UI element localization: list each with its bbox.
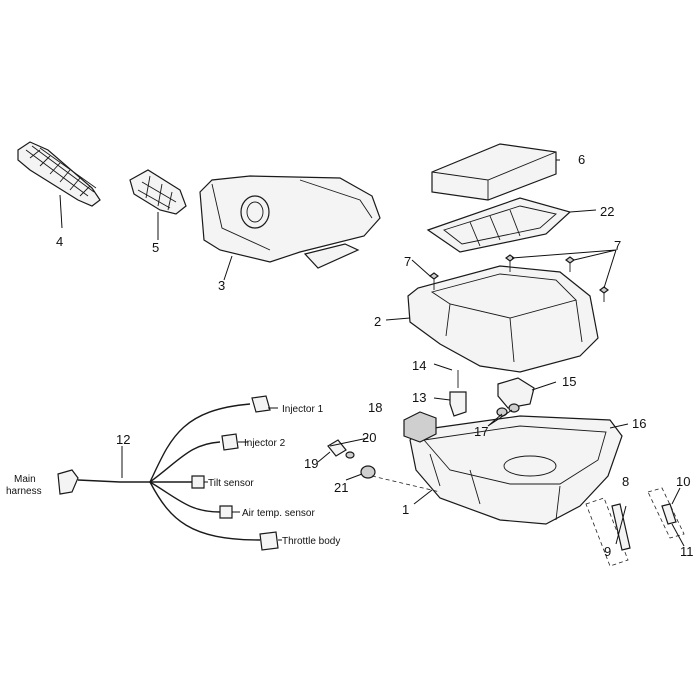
airbox-top	[407, 265, 599, 373]
intake-grille	[129, 169, 187, 215]
callout-15: 15	[562, 374, 576, 389]
callout-8: 8	[622, 474, 629, 489]
callout-14: 14	[412, 358, 426, 373]
main-harness-label-1: Main	[14, 474, 36, 485]
callout-12: 12	[116, 432, 130, 447]
callout-21: 21	[334, 480, 348, 495]
callout-17: 17	[474, 424, 488, 439]
tilt-sensor-label: Tilt sensor	[208, 478, 254, 489]
callout-18: 18	[368, 400, 382, 415]
callout-9: 9	[604, 544, 611, 559]
callout-7b: 7	[614, 238, 621, 253]
callout-numbers: 4 5 3 6 22 7 7 2 14 13 15 18 17 16 20 19…	[56, 152, 694, 559]
callout-6: 6	[578, 152, 585, 167]
callout-16: 16	[632, 416, 646, 431]
harness-labels: Main harness Injector 1 Injector 2 Tilt …	[6, 404, 340, 547]
silencer-cover	[199, 175, 381, 269]
main-harness-label-2: harness	[6, 486, 42, 497]
throttle-body-label: Throttle body	[282, 536, 340, 547]
callout-4: 4	[56, 234, 63, 249]
injector-2-label: Injector 2	[244, 438, 286, 449]
bracket-15	[497, 377, 535, 409]
wiring-harness	[57, 395, 279, 551]
bracket-bolt	[449, 370, 467, 417]
callout-2: 2	[374, 314, 381, 329]
mesh-intake-duct	[17, 141, 101, 207]
filter-element	[431, 143, 557, 201]
callout-1: 1	[402, 502, 409, 517]
callout-5: 5	[152, 240, 159, 255]
airbox-bottom	[409, 415, 623, 525]
callout-11: 11	[680, 544, 694, 559]
callout-13: 13	[412, 390, 426, 405]
filter-frame	[426, 197, 572, 253]
air-temp-sensor-label: Air temp. sensor	[242, 508, 315, 519]
injector-1-label: Injector 1	[282, 404, 324, 415]
callout-22: 22	[600, 204, 614, 219]
callout-3: 3	[218, 278, 225, 293]
small-fittings	[327, 439, 441, 493]
drain-clip	[647, 487, 685, 539]
callout-20: 20	[362, 430, 376, 445]
sensor-block	[403, 411, 437, 443]
screws	[429, 254, 609, 302]
leader-lines	[59, 159, 685, 547]
callout-19: 19	[304, 456, 318, 471]
callout-10: 10	[676, 474, 690, 489]
callout-7a: 7	[404, 254, 411, 269]
